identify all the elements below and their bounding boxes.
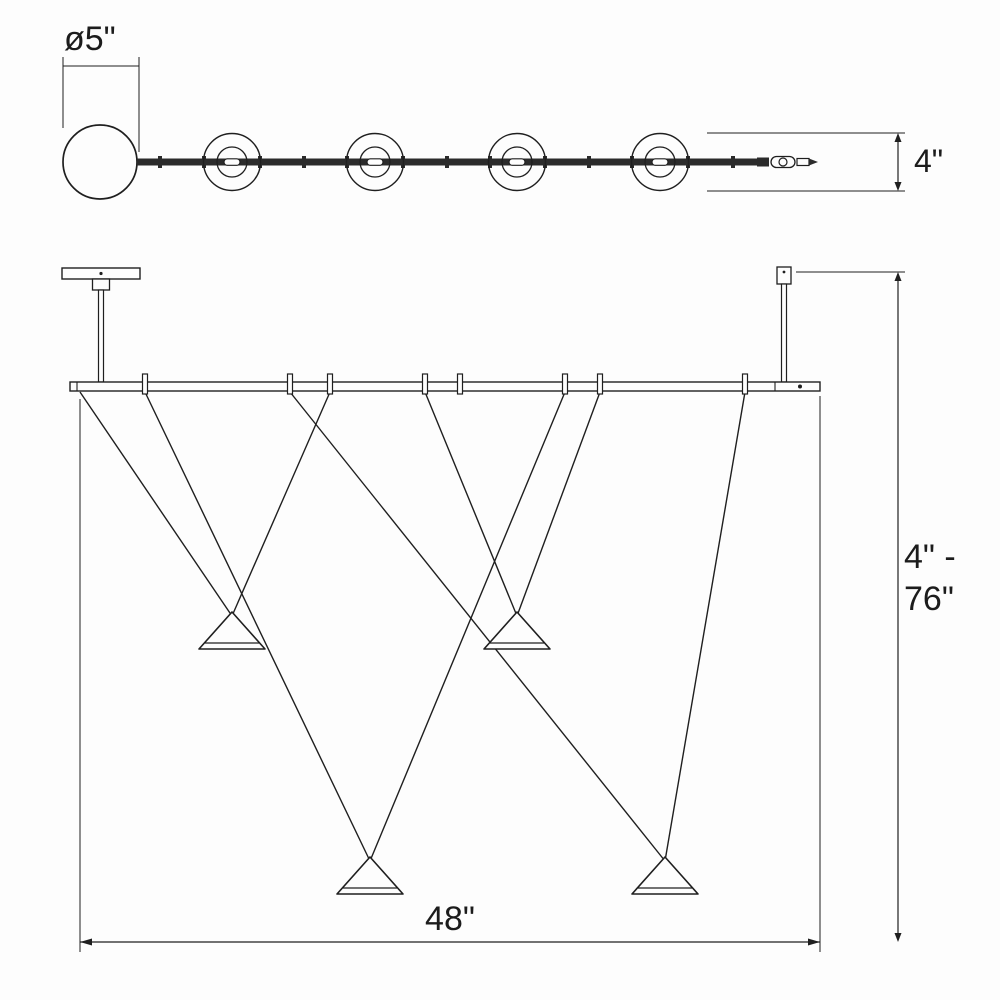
top-view-globe (62, 124, 138, 200)
drop-dimension-label-line2: 76" (904, 580, 954, 618)
top-view-end-fitting (757, 155, 818, 169)
cone-pendants (198, 611, 699, 895)
drop-dimension-lines (796, 271, 905, 942)
height-dimension-label: 4" (914, 143, 944, 179)
canopy-screw (99, 271, 103, 276)
pendant-cord (231, 391, 331, 617)
cord-grips (141, 373, 749, 395)
height-dimension-lines (707, 132, 905, 192)
pendant-cord (516, 391, 601, 617)
pendant-cord (369, 391, 566, 862)
top-view (62, 57, 905, 200)
pendant-cord (144, 391, 371, 862)
top-view-disc (345, 132, 405, 192)
width-dimension-lines (79, 396, 821, 952)
pendant-cord (424, 391, 518, 617)
front-hanger-stem (776, 266, 792, 383)
top-view-disc (487, 132, 547, 192)
pendant-cord (79, 391, 233, 617)
diameter-dimension-label: ø5" (64, 20, 116, 58)
front-canopy (61, 267, 141, 383)
drop-dimension-label-line1: 4" - (904, 538, 956, 576)
diameter-dimension-lines (62, 57, 140, 152)
width-dimension-label: 48" (425, 900, 475, 938)
top-view-disc (202, 132, 262, 192)
top-view-disc (630, 132, 690, 192)
cone-pendant (631, 856, 699, 895)
top-view-discs (202, 132, 690, 192)
cone-pendant (483, 611, 551, 650)
pendant-cord (289, 391, 666, 862)
pendant-cord (664, 391, 746, 862)
pendant-cords (79, 391, 746, 862)
cone-pendant (336, 856, 404, 895)
front-bar (69, 381, 821, 392)
cone-pendant (198, 611, 266, 650)
front-view (61, 266, 905, 952)
